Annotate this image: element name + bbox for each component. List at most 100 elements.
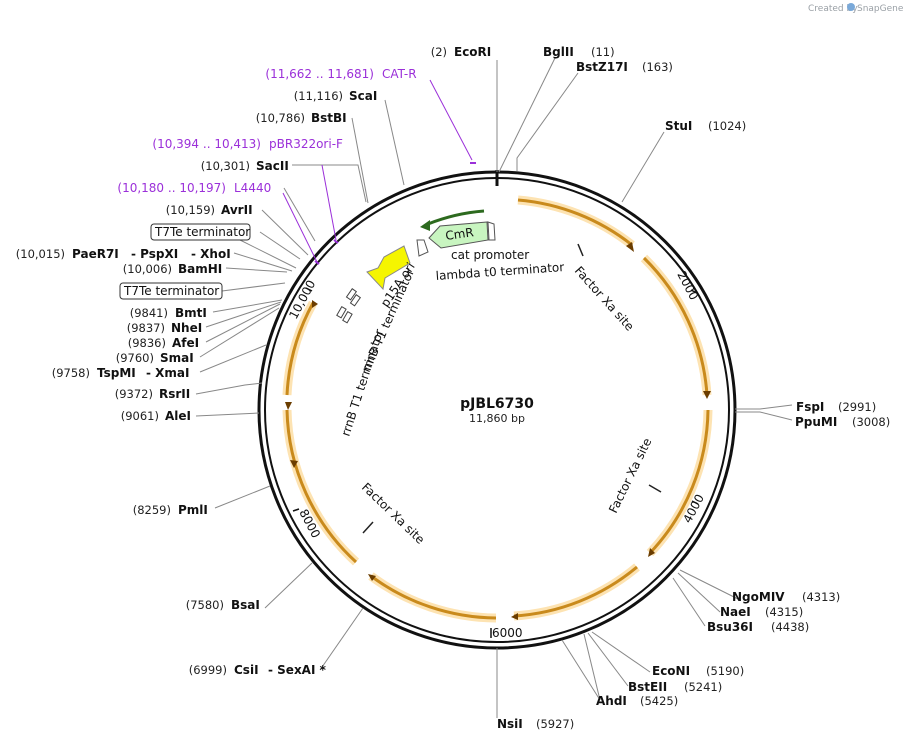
scale-ticks <box>292 287 699 638</box>
site-bglii-pos: (11) <box>591 45 615 59</box>
site-sacii-pos: (10,301) <box>201 159 250 173</box>
site-bsteii-pos: (5241) <box>684 680 722 694</box>
site-smai-pos: (9760) <box>116 351 154 365</box>
t7te-terminator-box-1[interactable] <box>150 223 251 241</box>
orf-arc-4[interactable] <box>513 565 638 618</box>
site-avrii[interactable]: AvrII <box>221 203 253 217</box>
site-scai-pos: (11,116) <box>294 89 343 103</box>
site-bsteii[interactable]: BstEII <box>628 680 667 694</box>
site-bsu36i-pos: (4438) <box>771 620 809 634</box>
site-bstz17i[interactable]: BstZ17I <box>576 60 628 74</box>
site-bsai-pos: (7580) <box>186 598 224 612</box>
factor-xa-site-2-mark[interactable] <box>648 484 662 493</box>
orf-arc-3[interactable] <box>648 409 710 555</box>
site-bsai[interactable]: BsaI <box>231 598 260 612</box>
site-nhei[interactable]: NheI <box>171 321 202 335</box>
cmr-orf-arrowhead <box>420 220 430 231</box>
lambda-t0-terminator-shape[interactable] <box>416 239 429 257</box>
t7te-terminator-label-1: T7Te terminator <box>154 225 250 239</box>
site-afei-pos: (9836) <box>128 336 166 350</box>
cmr-orf-arc[interactable] <box>427 209 485 226</box>
site-xhoi[interactable]: - XhoI <box>191 247 231 261</box>
primer-marks[interactable] <box>314 162 476 265</box>
primer-l4440-range: (10,180 .. 10,197) <box>117 181 226 195</box>
lambda-t0-label: lambda t0 terminator <box>435 260 564 283</box>
feature-cmr[interactable]: CmR <box>428 221 489 249</box>
site-naei-pos: (4315) <box>765 605 803 619</box>
site-ppumi[interactable]: PpuMI <box>795 415 837 429</box>
orf-arc-2-glow <box>640 254 712 396</box>
site-afei[interactable]: AfeI <box>172 336 199 350</box>
site-nsii[interactable]: NsiI <box>497 717 523 731</box>
site-stui[interactable]: StuI <box>665 119 692 133</box>
site-sexai[interactable]: - SexAI * <box>268 663 327 677</box>
site-scai[interactable]: ScaI <box>349 89 377 103</box>
orf-arc-3-glow <box>646 409 713 557</box>
site-bstz17i-pos: (163) <box>642 60 673 74</box>
credit-brand: SnapGene <box>857 4 904 14</box>
orf-arc-6[interactable] <box>285 409 358 564</box>
site-econi-pos: (5190) <box>706 664 744 678</box>
p15a-ori-arrow[interactable] <box>366 245 411 291</box>
site-ecori[interactable]: EcoRI <box>454 45 491 59</box>
site-ahdi[interactable]: AhdI <box>596 694 627 708</box>
site-bsu36i[interactable]: Bsu36I <box>707 620 753 634</box>
primer-connectors <box>282 79 473 263</box>
site-fspi-pos: (2991) <box>838 400 876 414</box>
site-smai[interactable]: SmaI <box>160 351 194 365</box>
factor-xa-site-1-mark[interactable] <box>577 243 584 257</box>
site-bglii[interactable]: BglII <box>543 45 574 59</box>
orf-arc-5-glow <box>368 572 497 623</box>
orf-arc-2[interactable] <box>642 256 709 396</box>
site-naei[interactable]: NaeI <box>720 605 751 619</box>
orf-arcs[interactable] <box>282 195 713 623</box>
orf-arc-1[interactable] <box>517 198 633 247</box>
orf-arc-5[interactable] <box>370 574 497 620</box>
factor-xa-label-2: Factor Xa site <box>606 436 654 515</box>
site-csii[interactable]: CsiI <box>234 663 259 677</box>
factor-xa-site-3-mark[interactable] <box>362 521 374 534</box>
site-ahdi-pos: (5425) <box>640 694 678 708</box>
site-rsrii[interactable]: RsrII <box>159 387 190 401</box>
site-paer7i[interactable]: PaeR7I <box>72 247 119 261</box>
site-avrii-pos: (10,159) <box>166 203 215 217</box>
site-pspxi[interactable]: - PspXI <box>131 247 178 261</box>
primer-pbr322ori-f[interactable]: pBR322ori-F <box>269 137 343 151</box>
orf-arc-7[interactable] <box>285 302 315 396</box>
orf-arrowheads <box>285 242 711 620</box>
t7te-terminator-label-2: T7Te terminator <box>123 284 219 298</box>
cmr-label: CmR <box>444 225 474 243</box>
t7te-terminator-box-2[interactable] <box>119 282 223 300</box>
orf-arc-1-glow <box>517 195 635 249</box>
site-alei-pos: (9061) <box>121 409 159 423</box>
rrnb-terminator-shapes[interactable] <box>336 288 362 324</box>
credit-prefix: Created by <box>808 4 858 14</box>
cat-promoter-arrow[interactable] <box>487 221 496 241</box>
site-bstbi[interactable]: BstBI <box>311 111 347 125</box>
site-csii-pos: (6999) <box>189 663 227 677</box>
site-econi[interactable]: EcoNI <box>652 664 690 678</box>
cmr-arrow[interactable] <box>428 221 489 249</box>
primer-cat-r-range: (11,662 .. 11,681) <box>265 67 374 81</box>
site-ecori-pos: (2) <box>431 45 447 59</box>
tick-label-6000: 6000 <box>492 626 523 640</box>
site-rsrii-pos: (9372) <box>115 387 153 401</box>
site-bamhi[interactable]: BamHI <box>178 262 222 276</box>
snapgene-logo-icon <box>847 3 855 11</box>
site-ngomiv-pos: (4313) <box>802 590 840 604</box>
site-pmli[interactable]: PmlI <box>178 503 208 517</box>
site-xmai[interactable]: - XmaI <box>146 366 189 380</box>
site-tspmi[interactable]: TspMI <box>97 366 136 380</box>
site-nhei-pos: (9837) <box>127 321 165 335</box>
primer-l4440[interactable]: L4440 <box>234 181 271 195</box>
site-sacii[interactable]: SacII <box>256 159 289 173</box>
site-ngomiv[interactable]: NgoMIV <box>732 590 785 604</box>
site-bmti[interactable]: BmtI <box>175 306 207 320</box>
site-fspi[interactable]: FspI <box>796 400 824 414</box>
site-stui-pos: (1024) <box>708 119 746 133</box>
site-alei[interactable]: AleI <box>165 409 191 423</box>
primer-cat-r[interactable]: CAT-R <box>382 67 417 81</box>
site-bamhi-pos: (10,006) <box>123 262 172 276</box>
